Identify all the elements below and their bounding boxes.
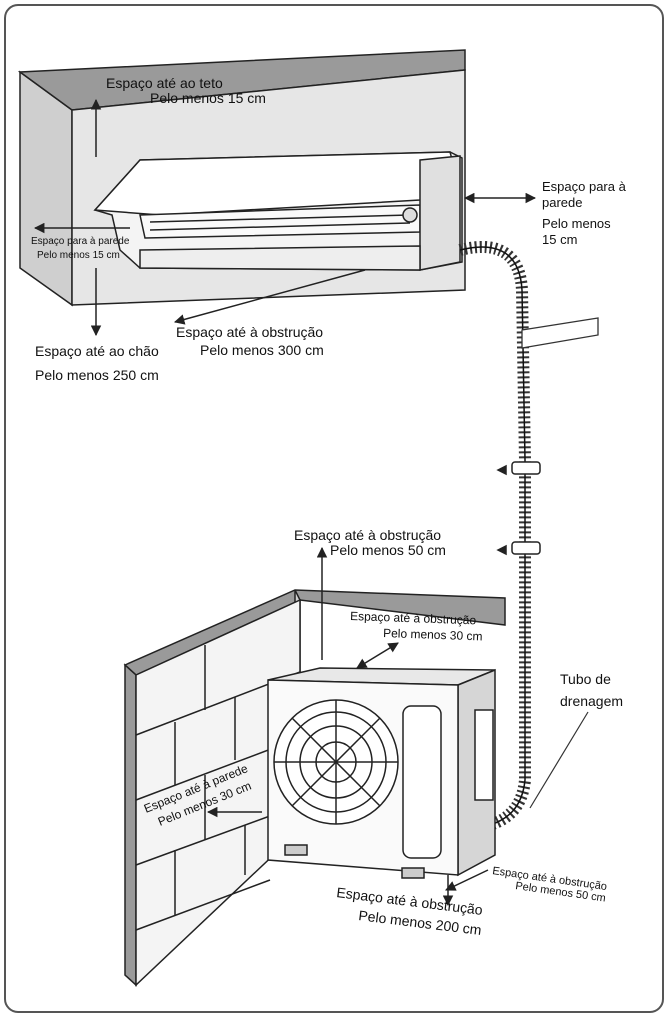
arrow-outdoor-right [445, 869, 489, 891]
label-drain-1: Tubo de [560, 671, 611, 687]
outdoor-wall [123, 589, 506, 987]
label-left-wall-1: Espaço para à parede [31, 236, 130, 247]
label-ceiling-1: Espaço até ao teto [106, 75, 223, 91]
label-floor-1: Espaço até ao chão [35, 343, 159, 359]
label-right-wall-3: Pelo menos [542, 216, 611, 231]
label-front-obstruction-1: Espaço até à obstrução [176, 324, 323, 340]
clearance-arrows [33, 98, 537, 907]
label-outdoor-back-2: Pelo menos 30 cm [383, 626, 483, 643]
label-floor-2: Pelo menos 250 cm [35, 367, 159, 383]
label-left-wall-2: Pelo menos 15 cm [37, 250, 120, 261]
refrigerant-pipe [458, 240, 599, 831]
label-outdoor-top-1: Espaço até à obstrução [294, 527, 441, 543]
indoor-unit [93, 151, 463, 271]
arrow-front-obstruction [173, 269, 366, 325]
label-outdoor-back-1: Espaço até à obstrução [350, 609, 477, 627]
outdoor-unit [267, 667, 496, 879]
label-outdoor-top-2: Pelo menos 50 cm [330, 542, 446, 558]
label-drain-2: drenagem [560, 693, 623, 709]
label-right-wall-4: 15 cm [542, 232, 577, 247]
label-front-obstruction-2: Pelo menos 300 cm [200, 342, 324, 358]
label-right-wall-1: Espaço para à [542, 179, 627, 194]
arrow-outdoor-back [356, 642, 399, 669]
label-right-wall-2: parede [542, 195, 582, 210]
label-ceiling-2: Pelo menos 15 cm [150, 90, 266, 106]
pipe-clamp [496, 461, 541, 556]
